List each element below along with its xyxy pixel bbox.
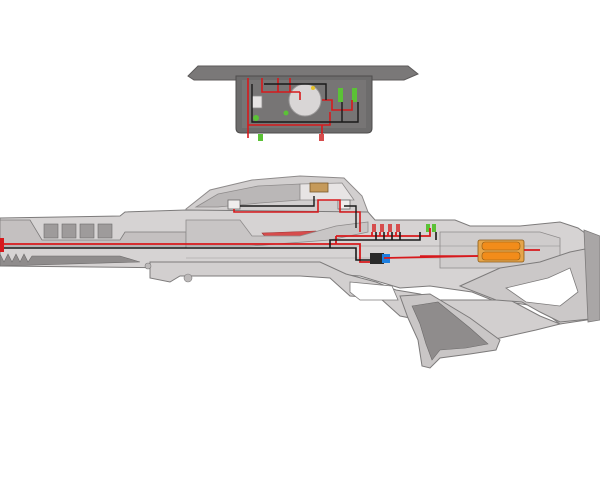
wiring-harness xyxy=(0,196,540,263)
body-rivet-b xyxy=(183,273,193,283)
grip-texture xyxy=(411,301,489,361)
module-led-dot-b xyxy=(283,110,289,116)
detached-scope-module xyxy=(187,65,419,141)
muzzle-grip-teeth xyxy=(0,253,141,267)
led-row xyxy=(372,224,436,232)
wire-hood-black xyxy=(240,196,357,228)
body-rivet-a xyxy=(144,262,152,270)
battery-pack xyxy=(477,239,525,263)
module-led-right xyxy=(352,88,357,102)
wire-main-red xyxy=(0,228,540,263)
module-chip xyxy=(251,95,263,109)
battery-cell-top xyxy=(481,241,521,251)
module-led-dot-a xyxy=(253,115,259,121)
speaker-disc xyxy=(288,83,322,117)
module-pins xyxy=(258,134,324,141)
muzzle-wire-stub xyxy=(0,238,4,252)
module-led-left xyxy=(338,88,343,102)
module-wire-black xyxy=(251,83,359,123)
module-wire-red xyxy=(247,78,353,138)
trigger-guard-hole xyxy=(349,281,399,301)
stock-butt-plate xyxy=(583,229,600,323)
muzzle-vents xyxy=(43,223,113,239)
module-led-dot-c xyxy=(311,86,315,90)
battery-cell-bottom xyxy=(481,251,521,261)
stock-cutout xyxy=(505,267,579,307)
wire-main-black xyxy=(0,232,437,261)
rifle-body xyxy=(0,175,600,369)
